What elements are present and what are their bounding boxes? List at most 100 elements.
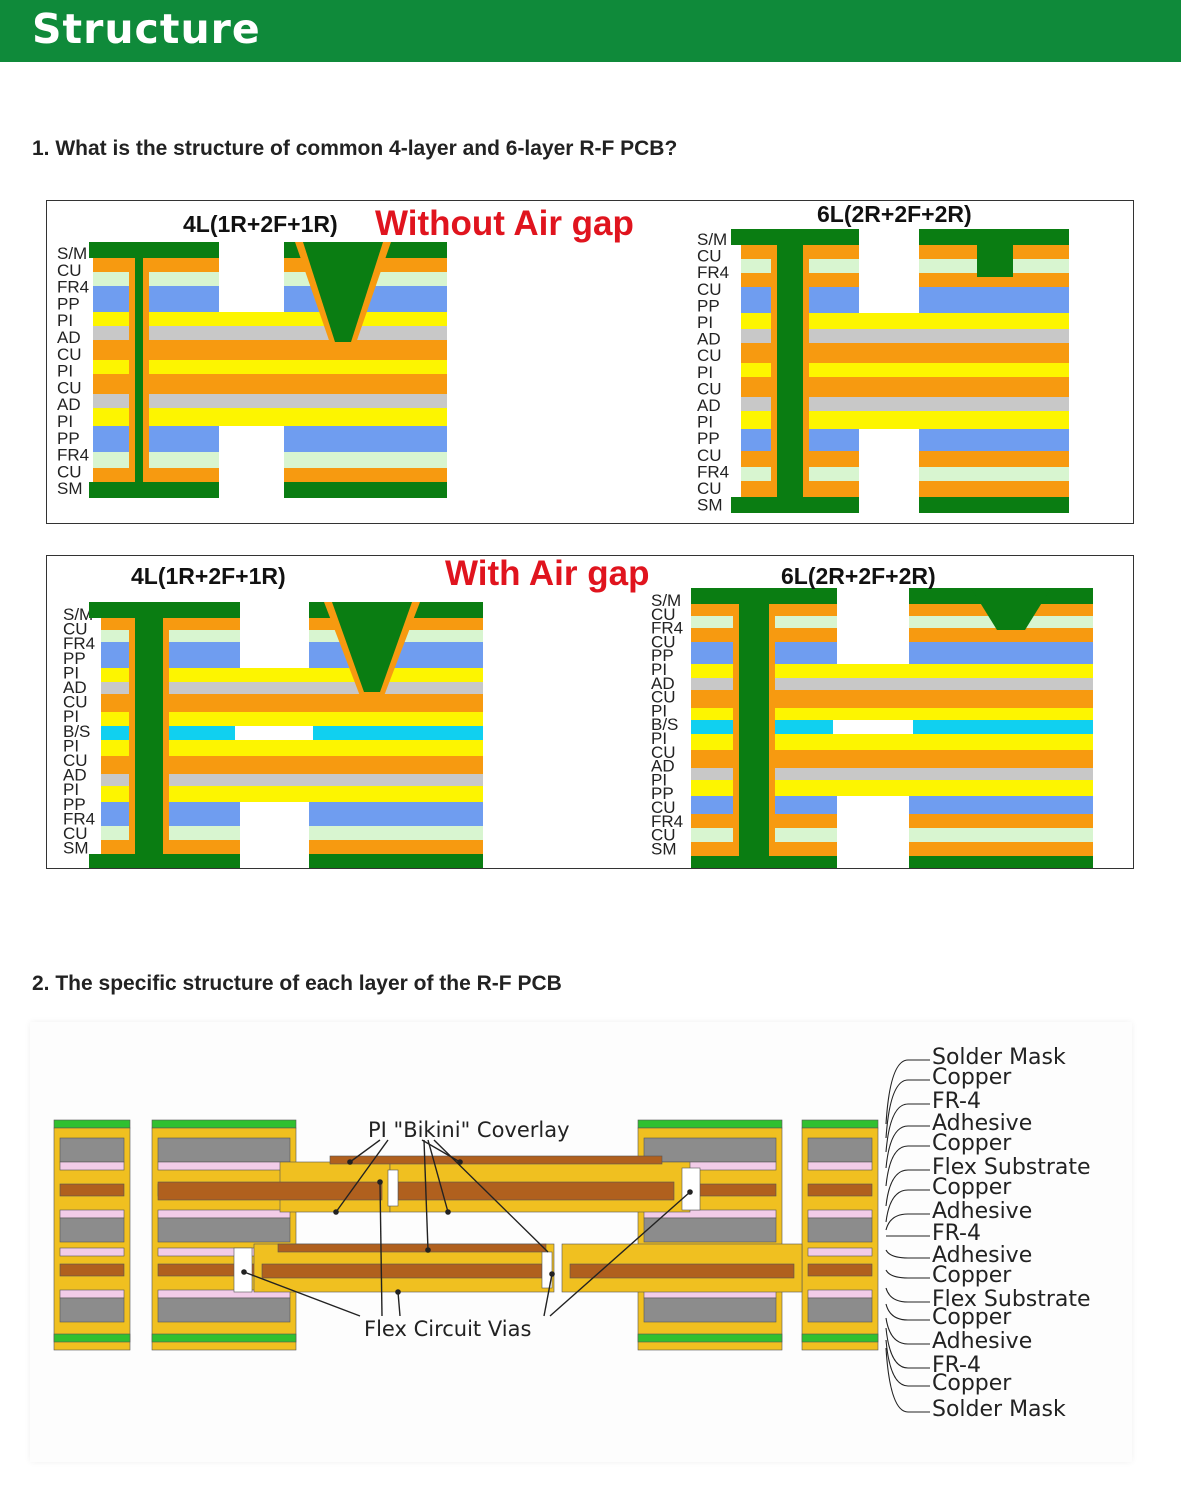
layer-label: SM (697, 496, 723, 515)
leader-line (427, 1139, 449, 1213)
layer-F-segment (93, 452, 219, 468)
label-leader (885, 1249, 930, 1259)
layer-label-flex-substrate: Flex Substrate (932, 1155, 1091, 1180)
leader-line (433, 1139, 549, 1253)
core-d (807, 1297, 873, 1323)
layer-label: PP (697, 296, 720, 315)
with-air-gap-label: With Air gap (445, 555, 650, 593)
copper-d (807, 1183, 873, 1197)
layer-F-segment (909, 828, 1093, 842)
leader-line (335, 1139, 389, 1213)
layer-label: S/M (57, 244, 87, 263)
layer-P-segment (309, 802, 483, 826)
layer-I-segment (859, 313, 1069, 329)
layer-A-segment (859, 329, 1069, 343)
layer-I-segment (837, 780, 1093, 796)
layer-label: CU (63, 751, 88, 770)
layer-label: AD (57, 328, 81, 347)
layer-P-segment (101, 802, 240, 826)
through-via (135, 602, 163, 868)
adhesive-d (807, 1247, 873, 1257)
layer-label: CU (697, 280, 722, 299)
layer-label: FR4 (651, 812, 683, 831)
leader-line (243, 1271, 361, 1317)
layer-I-segment (93, 312, 219, 326)
via-pad-top (89, 602, 209, 618)
layer-I-segment (837, 708, 1093, 720)
layer-I-segment (837, 734, 1093, 750)
layer-A-segment (859, 397, 1069, 411)
core-d (807, 1217, 873, 1243)
layer-label: FR4 (57, 278, 89, 297)
flex-copper-top (329, 1155, 663, 1165)
adhesive-b (157, 1209, 291, 1219)
layer-A-segment (93, 326, 219, 340)
layer-C-segment (284, 468, 447, 482)
page-header: Structure (0, 0, 1181, 62)
layer-C-segment (101, 756, 240, 774)
layer-I-segment (219, 360, 447, 374)
solder-mask-c (637, 1119, 783, 1129)
layer-label-flex-substrate: Flex Substrate (932, 1287, 1091, 1312)
without-air-gap-label: Without Air gap (375, 204, 634, 243)
layer-C-segment (93, 340, 219, 360)
layer-I-segment (101, 786, 240, 802)
layer-A-segment (837, 768, 1093, 780)
stackup-diagram-with-air-gap: S/MCUFR4PPPIADCUPIB/SPICUADPIPPFR4CUSMS/… (63, 588, 1093, 868)
question-1: 1. What is the structure of common 4-lay… (32, 137, 678, 160)
core-b (157, 1297, 291, 1323)
solder-mask-d (801, 1333, 879, 1343)
leader-dot (425, 1247, 431, 1253)
copper-a (59, 1183, 125, 1197)
leader-line (379, 1181, 383, 1317)
label-leader (885, 1169, 930, 1207)
flex-via (681, 1167, 701, 1211)
layer-C-segment (219, 374, 447, 394)
leader-dot (347, 1159, 353, 1165)
layer-label: FR4 (697, 462, 729, 481)
label-leader (885, 1287, 930, 1303)
layer-label: PI (651, 729, 667, 748)
adhesive-a (59, 1289, 125, 1299)
label-leader (885, 1327, 930, 1369)
layer-label: CU (57, 378, 82, 397)
label-leader (885, 1059, 930, 1125)
layer-label: FR4 (63, 809, 95, 828)
copper-d (807, 1263, 873, 1277)
label-leader (885, 1213, 930, 1231)
flex-copper-top (277, 1243, 547, 1253)
layer-C-segment (919, 451, 1069, 467)
layer-label: AD (57, 395, 81, 414)
question-2: 2. The specific structure of each layer … (32, 972, 562, 995)
layer-label: PP (57, 429, 80, 448)
via-pad-top (693, 588, 815, 604)
layer-F-segment (284, 452, 447, 468)
coverlay-callout: PI "Bikini" Coverlay (368, 1118, 570, 1142)
layer-P-segment (909, 642, 1093, 664)
label-leader (885, 1339, 930, 1387)
layer-I-segment (859, 363, 1069, 377)
layer-P-segment (93, 286, 219, 312)
layer-label: CU (651, 605, 676, 624)
label-leader (885, 1347, 930, 1413)
label-leader (885, 1103, 930, 1153)
leader-dot (687, 1189, 693, 1195)
leader-dot (241, 1269, 247, 1275)
page-title: Structure (32, 5, 261, 53)
layer-F-segment (309, 826, 483, 840)
label-leader (885, 1125, 930, 1169)
layer-S-segment (919, 497, 1069, 513)
layer-label-fr-4: FR-4 (932, 1221, 981, 1246)
layer-C-segment (93, 258, 219, 272)
air-gap (235, 726, 313, 740)
layer-label-copper: Copper (932, 1371, 1012, 1396)
layer-label: S/M (63, 605, 93, 624)
core-a (59, 1297, 125, 1323)
layer-I-segment (101, 712, 240, 726)
via-pad-top (731, 229, 849, 245)
layer-label: CU (651, 826, 676, 845)
adhesive-a (59, 1161, 125, 1171)
through-via (777, 229, 803, 513)
